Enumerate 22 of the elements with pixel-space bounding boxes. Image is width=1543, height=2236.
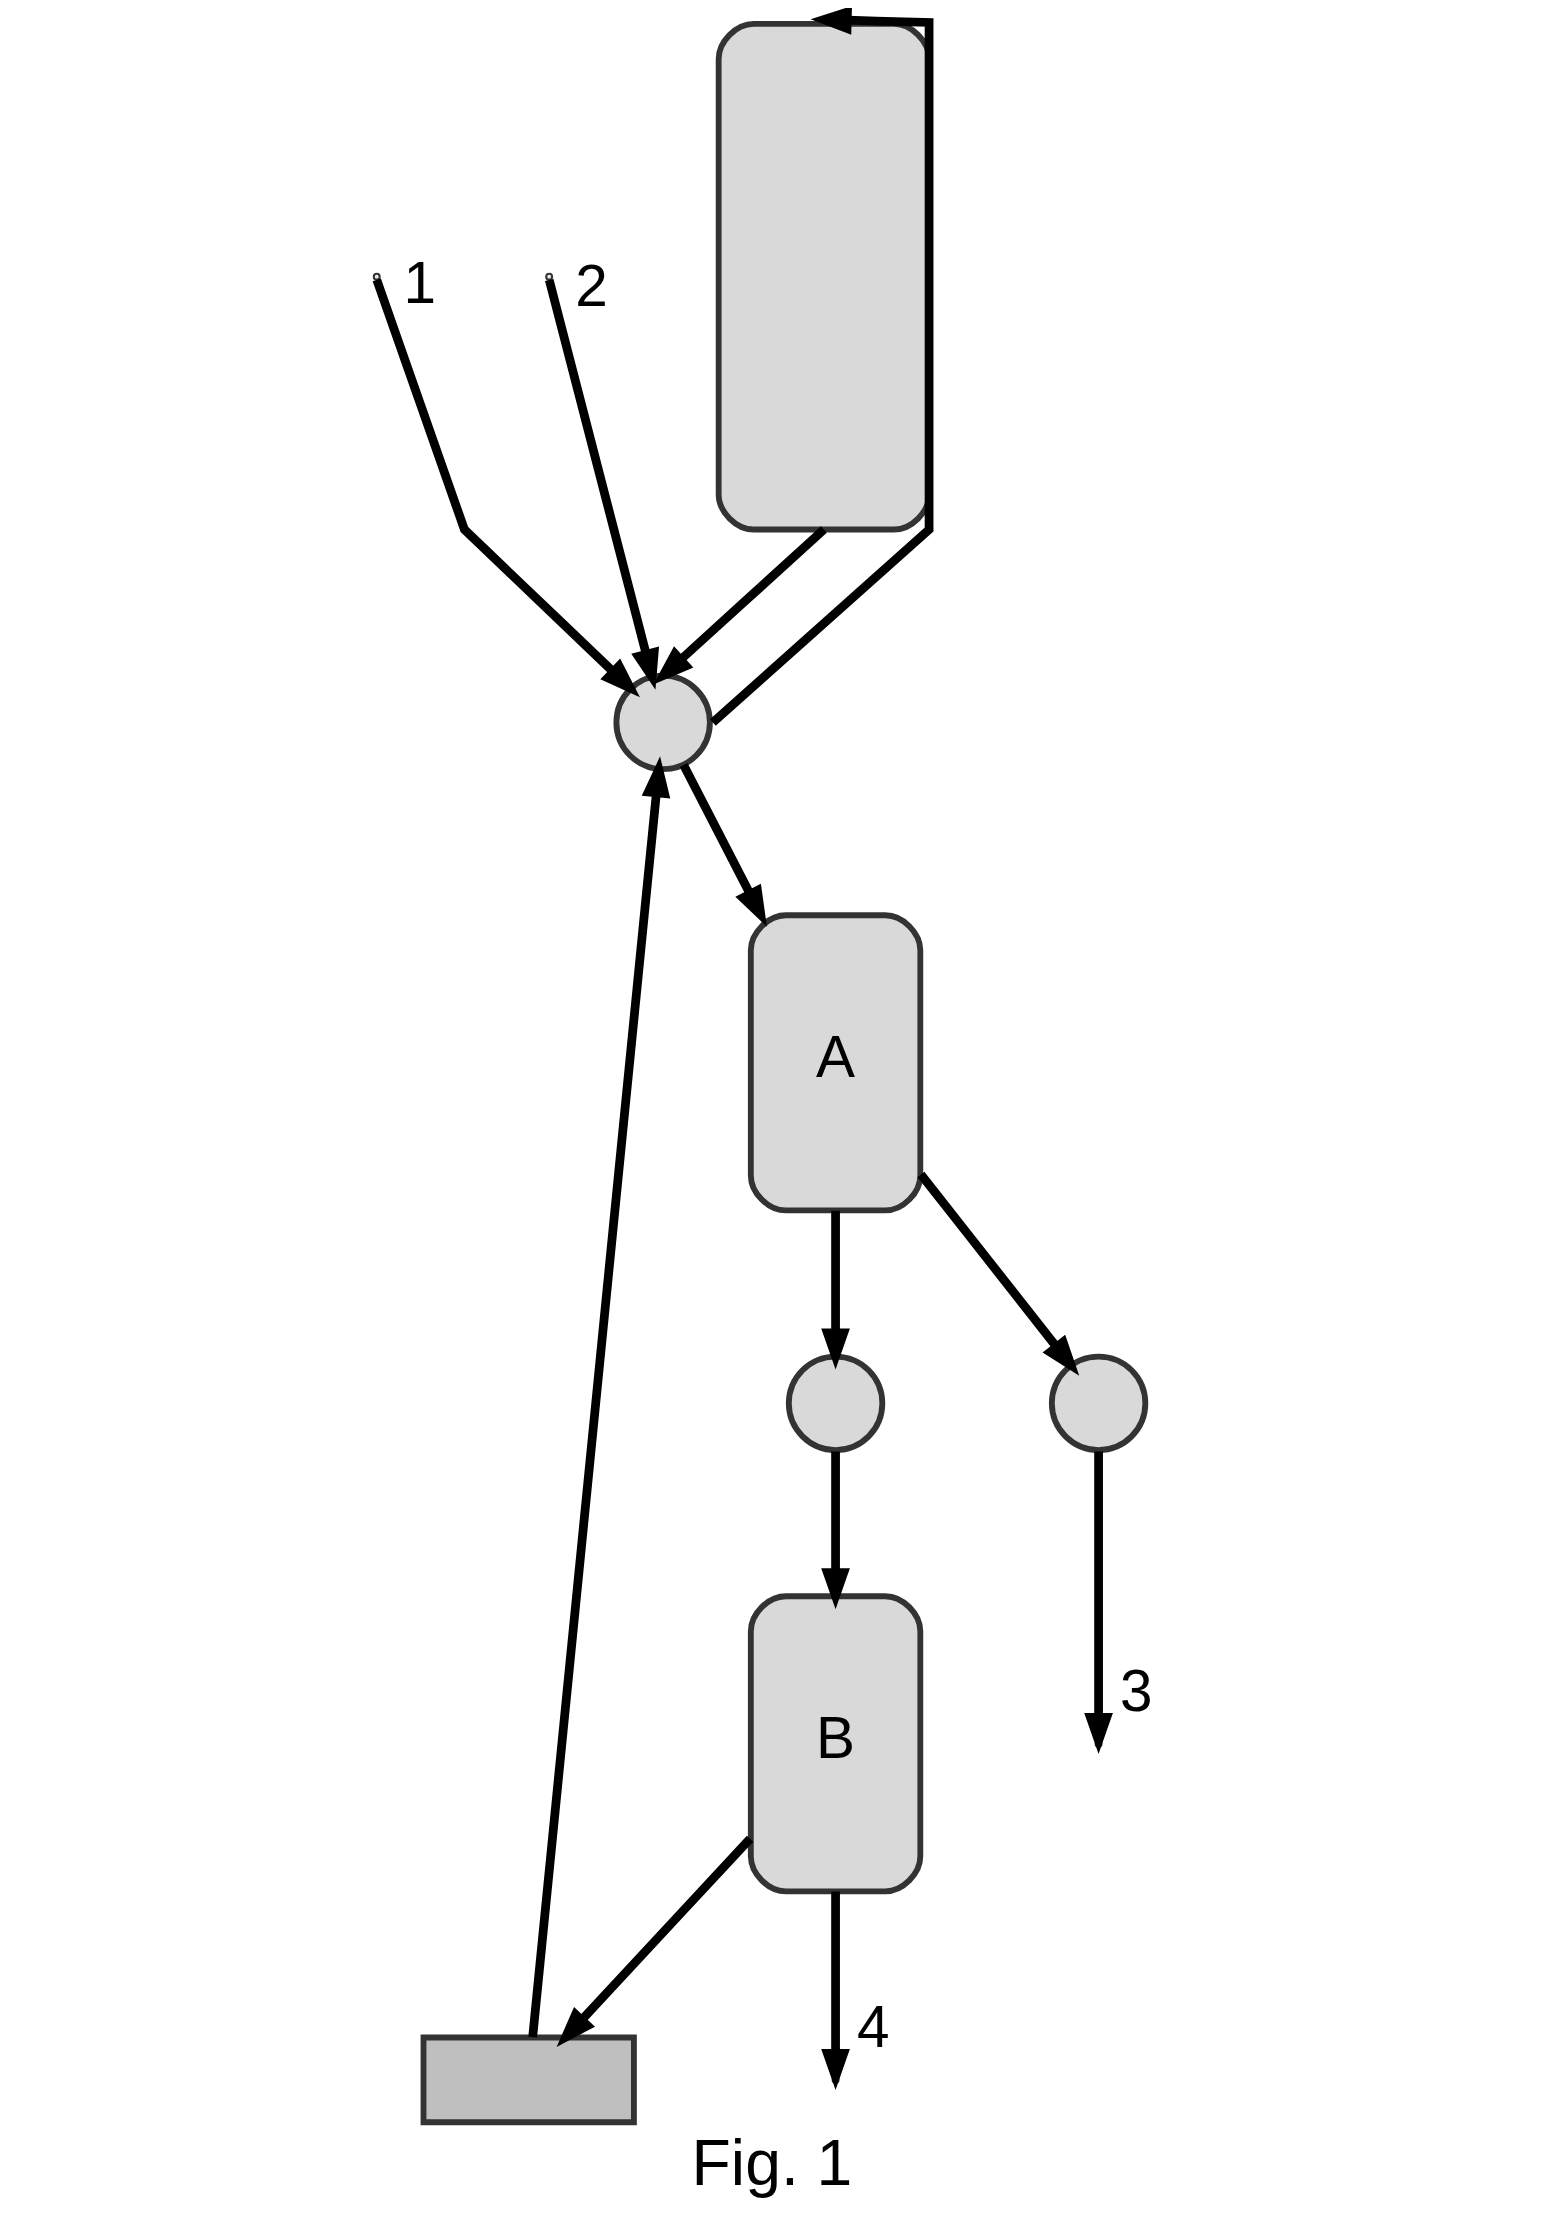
arrow (527, 756, 670, 2038)
edge-label: 1 (403, 249, 436, 315)
arrow (820, 1210, 850, 1370)
node-circle (785, 1353, 885, 1453)
edge-label: 4 (856, 1993, 889, 2059)
arrow (1083, 1451, 1113, 1754)
node-circle (1048, 1353, 1148, 1453)
node-box: B (747, 1593, 923, 1895)
node-circle (612, 672, 713, 773)
arrow (556, 1835, 753, 2047)
arrow (679, 763, 767, 927)
edge-label: 3 (1119, 1657, 1152, 1723)
caption: Fig. 1 (691, 2127, 852, 2200)
arrow (544, 278, 659, 690)
node-box: A (747, 912, 923, 1214)
arrow (709, 8, 933, 726)
arrow (372, 278, 640, 698)
edge-label: 2 (574, 253, 608, 319)
arrow (820, 1451, 850, 1610)
node-box (420, 2034, 637, 2126)
arrow (917, 1171, 1079, 1376)
arrow (820, 1891, 850, 2090)
